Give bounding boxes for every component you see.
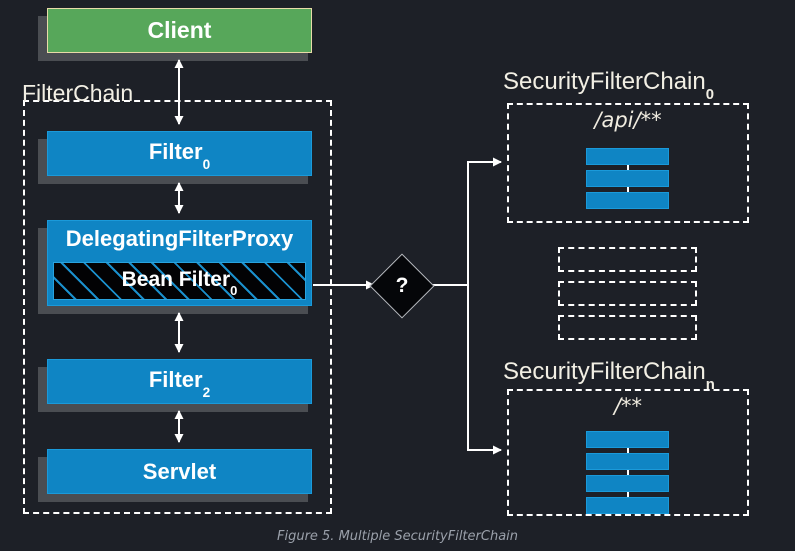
client-label: Client — [147, 17, 212, 43]
decision-label: ? — [395, 274, 409, 297]
chainn-filter-bar-2[interactable] — [586, 453, 669, 470]
securityfilterchain-0-label: SecurityFilterChain0 — [503, 68, 714, 103]
filter2-subscript: 2 — [202, 384, 211, 400]
bean-filter-label: Bean Filter — [121, 267, 231, 291]
securityfilterchain-0-container — [507, 103, 749, 223]
securityfilterchain-n-label: SecurityFilterChainn — [503, 358, 715, 393]
securityfilterchain-n-subscript: n — [705, 377, 715, 394]
securityfilterchain-0-title: SecurityFilterChain — [503, 68, 706, 95]
chain0-filter-bar-2[interactable] — [586, 170, 669, 187]
servlet-box[interactable]: Servlet — [47, 449, 312, 494]
securityfilterchain-0-pattern: /api/** — [594, 108, 662, 132]
chainn-filter-bar-1[interactable] — [586, 431, 669, 448]
figure-caption: Figure 5. Multiple SecurityFilterChain — [276, 529, 519, 544]
client-box[interactable]: Client — [47, 8, 312, 53]
filterchain-label: FilterChain — [22, 80, 134, 106]
servlet-label: Servlet — [142, 458, 217, 484]
bean-filter-subscript: 0 — [230, 282, 238, 298]
arrow-decision-securityfilterchain-n — [467, 285, 502, 455]
filter0-label: Filter — [148, 139, 203, 165]
delegatingfilterproxy-box[interactable]: DelegatingFilterProxy Bean Filter0 — [47, 220, 312, 306]
delegatingfilterproxy-label: DelegatingFilterProxy — [65, 226, 294, 251]
filter2-box[interactable]: Filter2 — [47, 359, 312, 404]
chainn-filter-bar-3[interactable] — [586, 475, 669, 492]
securityfilterchain-n-container — [507, 389, 749, 516]
chain0-filter-bar-3[interactable] — [586, 192, 669, 209]
chainn-filter-bar-4[interactable] — [586, 497, 669, 514]
filter2-label: Filter — [148, 367, 203, 393]
filter0-subscript: 0 — [202, 156, 211, 172]
chain-placeholder-3 — [558, 315, 697, 340]
filter0-box[interactable]: Filter0 — [47, 131, 312, 176]
chain-placeholder-1 — [558, 247, 697, 272]
chain-placeholder-2 — [558, 281, 697, 306]
arrow-decision-securityfilterchain-0 — [467, 157, 502, 285]
bean-filter-box[interactable]: Bean Filter0 — [53, 262, 306, 300]
securityfilterchain-0-subscript: 0 — [705, 87, 715, 104]
chain0-filter-bar-1[interactable] — [586, 148, 669, 165]
securityfilterchain-n-pattern: /** — [613, 394, 643, 418]
securityfilterchain-n-title: SecurityFilterChain — [503, 358, 706, 385]
